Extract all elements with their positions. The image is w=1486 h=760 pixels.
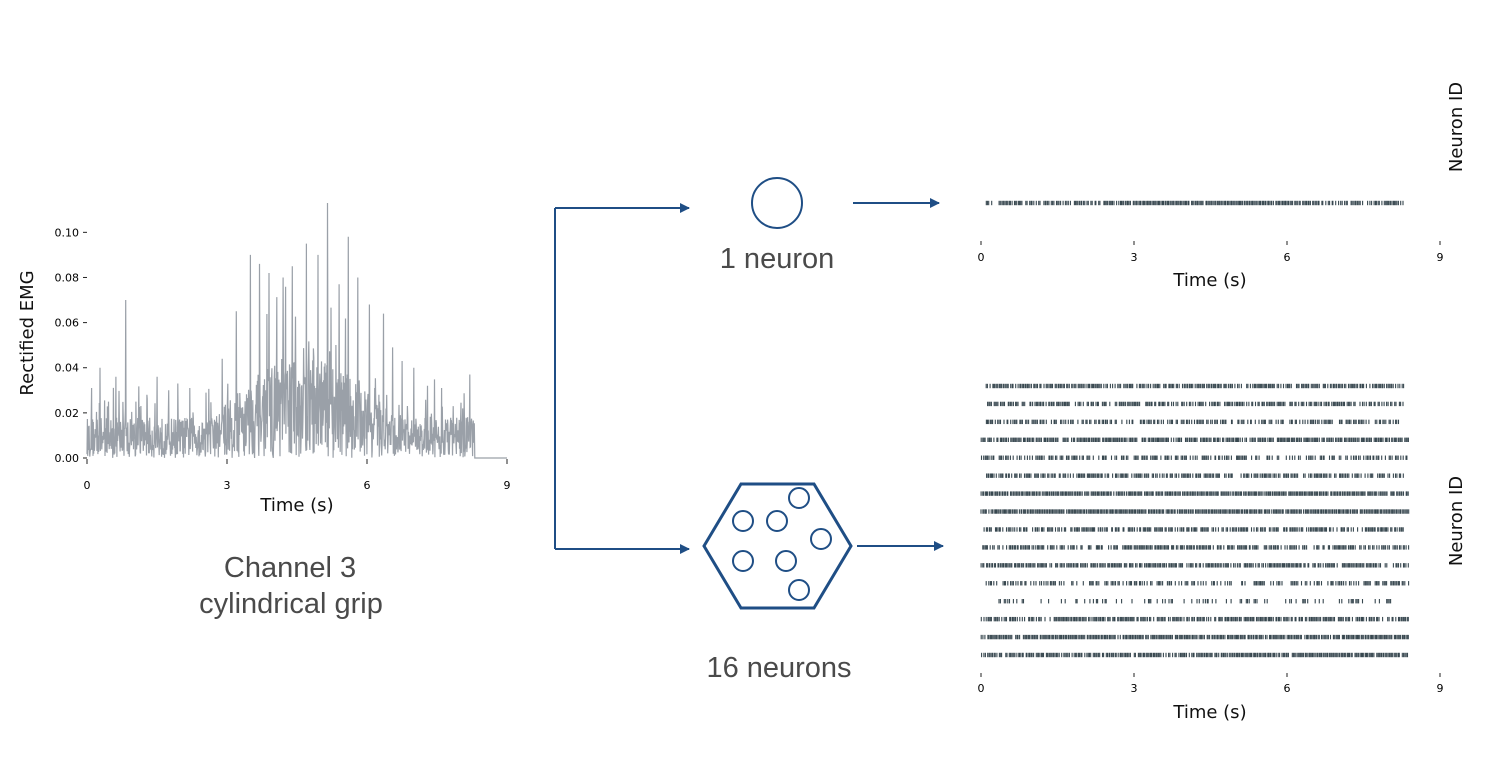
- raster16-ylabel: Neuron ID: [1446, 476, 1467, 566]
- caption-line-1: Channel 3: [224, 552, 356, 584]
- raster16-neuron-row: [980, 634, 1409, 640]
- emg-y-tick-label: 0.08: [55, 271, 80, 284]
- neuron-population-icon: [702, 482, 853, 610]
- population-neuron-circle: [788, 487, 810, 509]
- emg-x-tick-label: 6: [364, 479, 371, 492]
- raster16-neuron-row: [981, 652, 1409, 658]
- raster16-neuron-row: [980, 509, 1410, 514]
- raster1-x-tick-label: 3: [1131, 251, 1138, 264]
- caption-line-2: cylindrical grip: [199, 588, 383, 620]
- raster16-x-tick-label: 9: [1437, 682, 1444, 695]
- raster1-xlabel: Time (s): [1172, 270, 1246, 291]
- raster16-neuron-row: [985, 419, 1400, 425]
- raster16-neuron-row: [985, 383, 1405, 389]
- emg-x-tick-label: 3: [224, 479, 231, 492]
- population-neuron-circle: [788, 579, 810, 601]
- raster1-ylabel: Neuron ID: [1446, 82, 1467, 172]
- emg-series-line: [86, 202, 507, 459]
- single-neuron-raster: 0 3 6 9 Time (s) Neuron ID: [978, 82, 1468, 291]
- emg-x-tick-label: 9: [504, 479, 511, 492]
- raster16-neuron-row: [980, 437, 1409, 442]
- single-neuron-label: 1 neuron: [720, 243, 835, 275]
- population-neuron-circle: [810, 528, 832, 550]
- emg-y-tick-label: 0.06: [55, 317, 80, 330]
- population-label: 16 neurons: [706, 652, 851, 684]
- raster16-neuron-row: [983, 527, 1404, 532]
- raster16-neuron-row: [985, 581, 1410, 586]
- raster16-neuron-row: [982, 545, 1410, 550]
- emg-axes: 0 3 6 9 0.00 0.02 0.04 0.06 0.08 0.10: [55, 226, 511, 492]
- emg-y-tick-label: 0.00: [55, 452, 80, 465]
- emg-x-tick-label: 0: [84, 479, 91, 492]
- raster16-x-tick-label: 0: [978, 682, 985, 695]
- raster16-axes: 0 3 6 9: [978, 673, 1444, 695]
- population-hexagon: [702, 482, 853, 610]
- raster1-spikes: [985, 200, 1404, 206]
- raster1-axes: 0 3 6 9: [978, 241, 1444, 264]
- population-raster: 0 3 6 9 Time (s) Neuron ID: [978, 383, 1467, 723]
- raster16-xlabel: Time (s): [1172, 702, 1246, 723]
- raster1-x-tick-label: 9: [1437, 251, 1444, 264]
- single-neuron-icon: [751, 177, 803, 229]
- raster16-x-tick-label: 6: [1284, 682, 1291, 695]
- population-neuron-circle: [732, 510, 754, 532]
- emg-xlabel: Time (s): [259, 495, 333, 516]
- emg-trace: [86, 202, 507, 459]
- raster16-neuron-row: [987, 401, 1404, 407]
- raster16-neuron-row: [980, 455, 1408, 460]
- population-neuron-circle: [766, 510, 788, 532]
- raster16-neuron-row: [980, 491, 1409, 496]
- raster16-neuron-row: [986, 473, 1404, 478]
- emg-chart: 0 3 6 9 0.00 0.02 0.04 0.06 0.08 0.10 Rectified E…: [17, 202, 511, 516]
- raster16-neuron-row: [980, 563, 1409, 568]
- population-neuron-circle: [732, 550, 754, 572]
- raster16-x-tick-label: 3: [1131, 682, 1138, 695]
- raster1-x-tick-label: 0: [978, 251, 985, 264]
- emg-y-tick-label: 0.02: [55, 407, 80, 420]
- population-neuron-circle: [775, 550, 797, 572]
- emg-y-tick-label: 0.10: [55, 226, 80, 239]
- emg-ylabel: Rectified EMG: [17, 270, 38, 395]
- raster16-spikes: [980, 383, 1410, 658]
- raster16-neuron-row: [980, 616, 1409, 622]
- emg-y-tick-label: 0.04: [55, 362, 80, 375]
- raster1-x-tick-label: 6: [1284, 251, 1291, 264]
- branch-connector: [554, 198, 944, 554]
- raster16-neuron-row: [998, 599, 1392, 604]
- raster1-neuron-row: [985, 200, 1404, 206]
